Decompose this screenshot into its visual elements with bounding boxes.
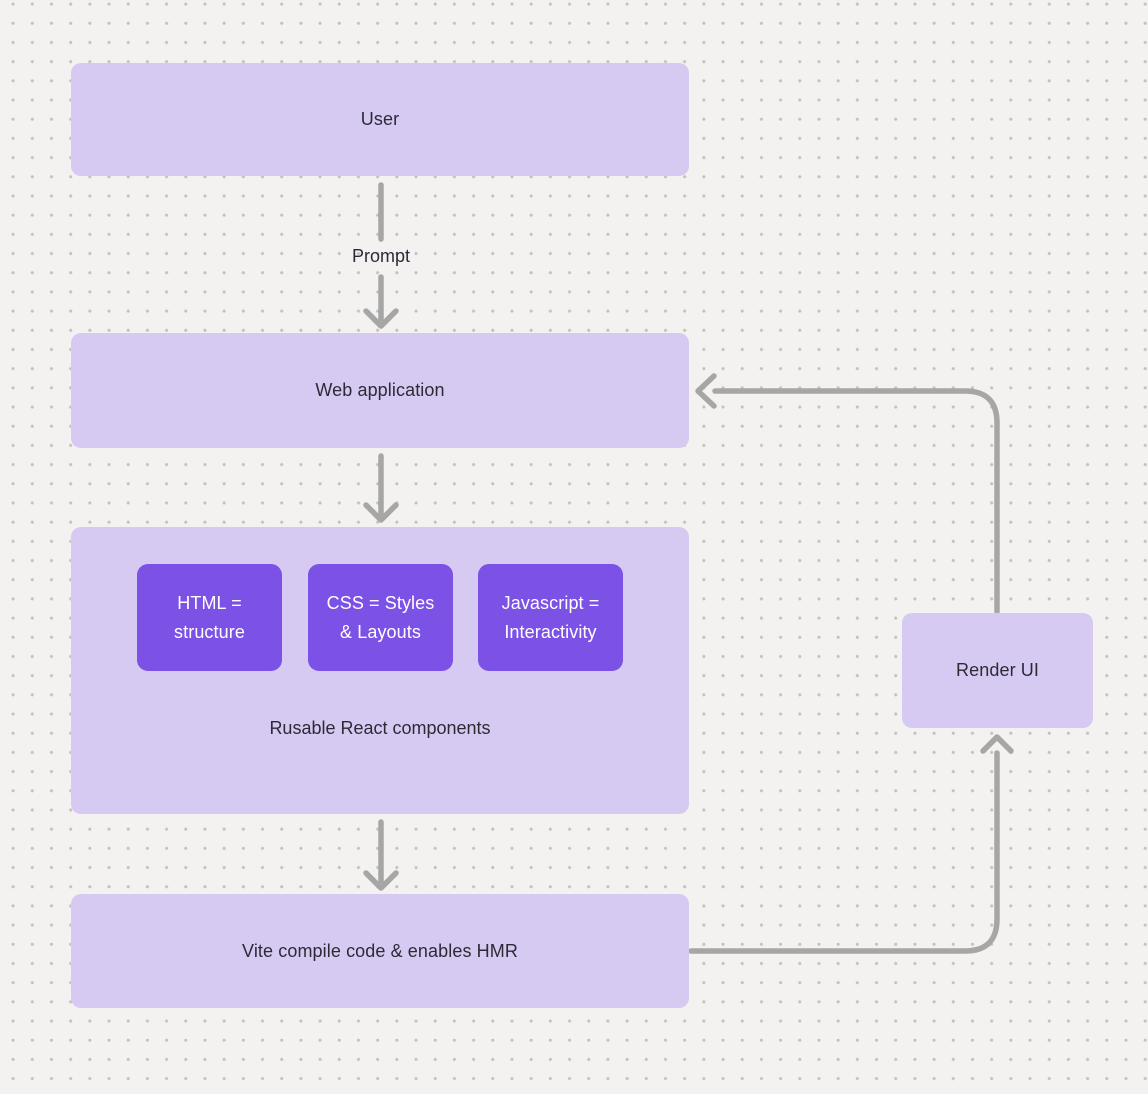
arrowhead-down-prompt-to-webapp <box>363 308 399 329</box>
arrowhead-down-components-to-vite <box>363 870 399 891</box>
node-vite-label: Vite compile code & enables HMR <box>242 940 518 961</box>
components-group-caption: Rusable React components <box>269 718 491 738</box>
node-component-css: CSS = Styles & Layouts <box>308 564 453 671</box>
node-vite: Vite compile code & enables HMR <box>71 894 689 1008</box>
node-user-label: User <box>360 109 400 129</box>
node-render-ui-label: Render UI <box>956 660 1039 680</box>
node-user: User <box>71 63 689 176</box>
node-web-application-label: Web application <box>315 380 445 400</box>
edge-vite-to-renderui-connector <box>688 750 1000 954</box>
node-component-javascript-label: Javascript = Interactivity <box>501 592 600 642</box>
node-web-application: Web application <box>71 333 689 448</box>
node-component-html: HTML = structure <box>137 564 282 671</box>
node-component-css-label: CSS = Styles & Layouts <box>326 592 435 642</box>
node-render-ui: Render UI <box>902 613 1093 728</box>
arrowhead-down-webapp-to-components <box>363 502 399 523</box>
node-component-html-label: HTML = structure <box>174 592 245 642</box>
node-component-javascript: Javascript = Interactivity <box>478 564 623 671</box>
arrowhead-left-renderui-to-webapp <box>695 373 717 409</box>
edge-label-prompt: Prompt <box>351 246 411 266</box>
arrowhead-up-vite-to-renderui <box>980 734 1014 754</box>
edge-renderui-to-webapp-connector <box>712 388 1000 615</box>
